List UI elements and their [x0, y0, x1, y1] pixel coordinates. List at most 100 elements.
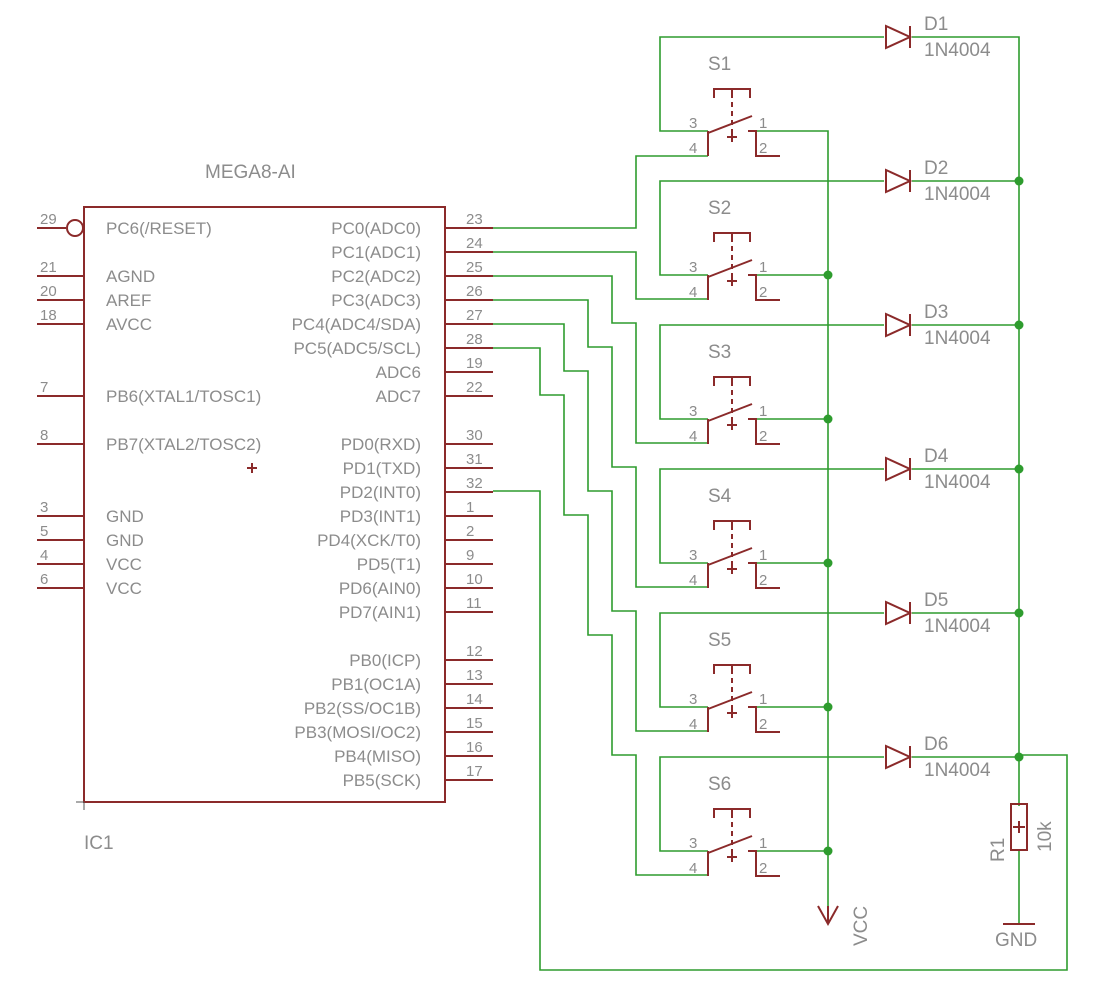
- ic1-origin-mark: [247, 463, 257, 473]
- switch-pin-label: 2: [759, 140, 767, 157]
- actuator-icon: [713, 376, 751, 386]
- switch-pin-label: 1: [759, 547, 767, 564]
- junction-dot: [1014, 752, 1024, 762]
- diode-symbol: [885, 168, 913, 194]
- wire-s3-d3: [659, 324, 884, 420]
- diode-value: 1N4004: [924, 760, 991, 781]
- switch-pin-label: 2: [759, 284, 767, 301]
- switch-pin-label: 1: [759, 691, 767, 708]
- junction-dot: [1014, 320, 1024, 330]
- switch-s5: S5 3 1 4 2: [689, 630, 780, 733]
- switch-lever: [707, 835, 753, 854]
- junction-dot: [823, 558, 833, 568]
- diode-name: D6: [924, 734, 948, 755]
- pin-number: 30: [466, 427, 483, 444]
- pin-name: PC4(ADC4/SDA): [292, 315, 421, 334]
- switch-pin-label: 4: [689, 716, 697, 733]
- pin-name: GND: [106, 531, 144, 550]
- diode-value: 1N4004: [924, 472, 991, 493]
- pin-number: 25: [466, 259, 483, 276]
- switch-lever: [707, 115, 753, 134]
- pin-name: PB2(SS/OC1B): [304, 699, 421, 718]
- wire-s4-d4: [659, 468, 884, 564]
- pin-name: PD4(XCK/T0): [317, 531, 421, 550]
- wire-s2-d2: [659, 180, 884, 276]
- diode-value: 1N4004: [924, 328, 991, 349]
- inversion-bubble-icon: [66, 219, 84, 237]
- pin-name: VCC: [106, 579, 142, 598]
- pin-number: 2: [466, 523, 474, 540]
- switch-lever: [707, 691, 753, 710]
- pin-name: AREF: [106, 291, 151, 310]
- pin-name: PC3(ADC3): [331, 291, 421, 310]
- switch-pin-label: 1: [759, 115, 767, 132]
- switch-contacts: [707, 706, 780, 733]
- pin-name: PB0(ICP): [349, 651, 421, 670]
- pin-number: 4: [40, 547, 48, 564]
- pin-name: PB1(OC1A): [331, 675, 421, 694]
- switch-s4: S4 3 1 4 2: [689, 486, 780, 589]
- switch-name: S5: [708, 630, 731, 651]
- pushbutton-symbol: [707, 88, 780, 157]
- pin-number: 7: [40, 379, 48, 396]
- switch-pin-label: 2: [759, 428, 767, 445]
- switch-s6: S6 3 1 4 2: [689, 774, 780, 877]
- switch-pin-label: 3: [689, 835, 697, 852]
- switch-pin-label: 1: [759, 259, 767, 276]
- diode-name: D5: [924, 590, 948, 611]
- switch-lever: [707, 259, 753, 278]
- switch-pin-label: 3: [689, 259, 697, 276]
- diode-name: D1: [924, 14, 948, 35]
- diode-symbol: [885, 744, 913, 770]
- switch-contacts: [707, 418, 780, 445]
- ic1-right-pin: 13 PB1(OC1A): [331, 667, 493, 694]
- switch-pin-label: 1: [759, 835, 767, 852]
- switch-name: S3: [708, 342, 731, 363]
- actuator-icon: [713, 520, 751, 530]
- junction-dot: [823, 414, 833, 424]
- diode-symbol: [885, 600, 913, 626]
- ic1-name-label: IC1: [84, 833, 114, 854]
- diode-name: D3: [924, 302, 948, 323]
- switches: S1 3 1 4 2 S2 3 1 4 2 S3 3 1 4 2 S4 3 1 …: [689, 54, 780, 877]
- wire-int0: [493, 490, 1068, 971]
- pin-number: 5: [40, 523, 48, 540]
- switch-pin-label: 3: [689, 115, 697, 132]
- switch-origin-mark: [727, 276, 737, 286]
- wire-pc0-s1: [493, 155, 708, 229]
- wire-pc2-s3: [493, 275, 708, 444]
- diode-d5: D5 1N4004: [885, 590, 991, 637]
- switch-s2: S2 3 1 4 2: [689, 198, 780, 301]
- pin-number: 13: [466, 667, 483, 684]
- diode-value: 1N4004: [924, 184, 991, 205]
- pin-number: 10: [466, 571, 483, 588]
- pin-name: PD3(INT1): [340, 507, 421, 526]
- pushbutton-symbol: [707, 664, 780, 733]
- gnd-symbol: GND: [995, 923, 1037, 951]
- diode-d4: D4 1N4004: [885, 446, 991, 493]
- switch-name: S2: [708, 198, 731, 219]
- diode-d6: D6 1N4004: [885, 734, 991, 781]
- junction-dot: [1014, 464, 1024, 474]
- pin-name: PD5(T1): [357, 555, 421, 574]
- pin-number: 28: [466, 331, 483, 348]
- resistor-r1: R1 10k: [988, 803, 1056, 862]
- switch-pin-label: 1: [759, 403, 767, 420]
- switch-pin-label: 4: [689, 428, 697, 445]
- diode-name: D2: [924, 158, 948, 179]
- switch-contacts: [707, 562, 780, 589]
